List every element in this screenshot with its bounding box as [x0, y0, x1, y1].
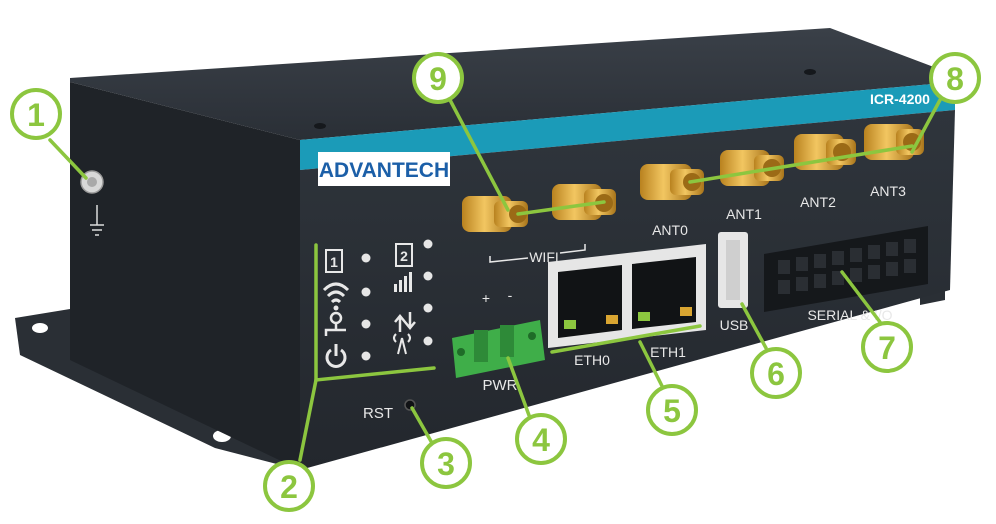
- callout-3: 3: [420, 437, 472, 489]
- callout-7: 7: [861, 321, 913, 373]
- sim1-number: 1: [330, 254, 338, 270]
- svg-text:5: 5: [663, 393, 681, 429]
- callout-9: 9: [412, 52, 464, 104]
- status-led-panel: 1 2: [322, 239, 433, 368]
- svg-text:4: 4: [532, 422, 550, 458]
- sim2-number: 2: [400, 248, 408, 264]
- antenna-icon: [393, 333, 411, 355]
- model-label: ICR-4200: [870, 91, 930, 107]
- sim2-icon: [395, 243, 413, 267]
- callout-4: 4: [515, 413, 567, 465]
- wifi-antenna-connector-2[interactable]: [552, 184, 616, 220]
- ant3-connector[interactable]: [864, 124, 924, 160]
- svg-text:9: 9: [429, 61, 447, 97]
- ant0-label: ANT0: [652, 222, 688, 238]
- pwr-label: PWR: [483, 377, 518, 394]
- minus-label: -: [508, 287, 513, 303]
- eth0-label: ETH0: [574, 352, 610, 368]
- callout-5: 5: [646, 384, 698, 436]
- callout-6: 6: [750, 347, 802, 399]
- brand-logo: ADVANTECH: [319, 159, 449, 182]
- wifi-antenna-connector-1[interactable]: [462, 196, 528, 232]
- serial-io-connector[interactable]: [764, 226, 928, 312]
- wifi-label: WIFI: [529, 249, 559, 265]
- brand-badge: [318, 152, 450, 186]
- usb-label: USB: [720, 317, 749, 333]
- wifi-bracket: [489, 244, 586, 263]
- power-terminal[interactable]: + -: [452, 287, 545, 378]
- sim1-icon: [325, 249, 343, 273]
- usb-port[interactable]: [718, 232, 748, 308]
- side-panel: [70, 82, 300, 470]
- eth1-label: ETH1: [650, 344, 686, 360]
- wifi-icon: [322, 282, 350, 304]
- ant1-label: ANT1: [726, 206, 762, 222]
- ant2-label: ANT2: [800, 194, 836, 210]
- ant3-label: ANT3: [870, 183, 906, 199]
- ant0-connector[interactable]: [640, 164, 704, 200]
- svg-text:8: 8: [946, 61, 964, 97]
- rst-label: RST: [363, 405, 393, 422]
- svg-text:7: 7: [878, 330, 896, 366]
- user-icon: [324, 311, 346, 336]
- svg-text:6: 6: [767, 356, 785, 392]
- callout-2: 2: [263, 460, 315, 512]
- power-icon: [325, 344, 347, 368]
- signal-icon: [394, 272, 412, 292]
- ethernet-ports: [548, 244, 706, 348]
- callout-leaders: [48, 98, 942, 462]
- plus-label: +: [482, 290, 490, 306]
- status-leds: [361, 239, 433, 361]
- svg-text:1: 1: [27, 97, 45, 133]
- top-panel: [70, 28, 955, 140]
- callout-1: 1: [10, 88, 62, 140]
- updown-arrows-icon: [394, 312, 416, 332]
- svg-text:2: 2: [280, 469, 298, 505]
- callout-8: 8: [929, 52, 981, 104]
- accent-band: [300, 82, 955, 170]
- svg-text:3: 3: [437, 446, 455, 482]
- callout-markers: 1 2 3 4 5 6 7 8: [10, 52, 981, 512]
